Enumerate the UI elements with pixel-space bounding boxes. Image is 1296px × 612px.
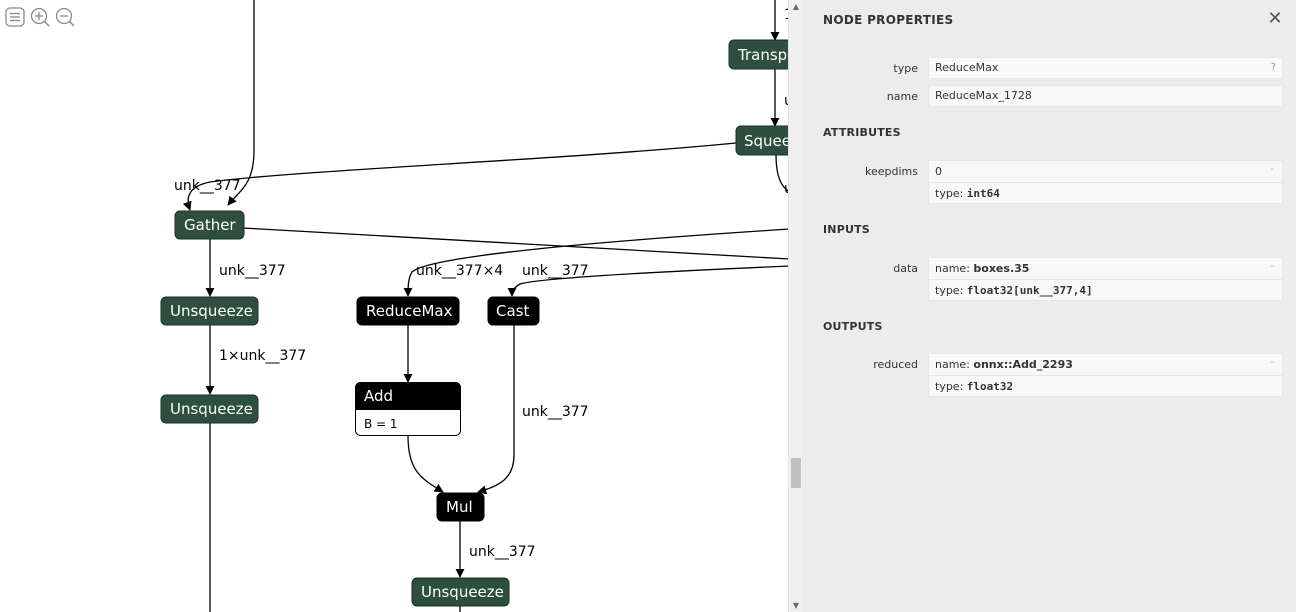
edge-label-gather-out: unk__377	[219, 263, 286, 279]
node-add[interactable]: Add B = 1	[355, 382, 461, 436]
expand-icon[interactable]: -	[1270, 357, 1274, 368]
keepdims-type: int64	[966, 187, 1000, 200]
node-cast[interactable]: Cast	[487, 296, 540, 326]
node-add-label: Add	[364, 387, 393, 405]
node-squeeze[interactable]: Squee	[735, 125, 790, 156]
reduced-output-box[interactable]: name: onnx::Add_2293 - type: float32	[928, 353, 1283, 397]
data-type-prefix: type:	[935, 284, 967, 297]
edge-label-unsqueeze-out: 1×unk__377	[219, 348, 306, 364]
node-mul-label: Mul	[446, 498, 473, 516]
node-unsqueeze-1-label: Unsqueeze	[170, 302, 253, 320]
edge-cast-to-mul	[477, 325, 515, 495]
node-transpose-label: Transpo	[737, 46, 790, 64]
edge-label-cast-out: unk__377	[522, 404, 589, 420]
edge-to-reducemax	[403, 228, 790, 297]
expand-icon[interactable]: -	[1270, 164, 1274, 175]
node-gather-label: Gather	[184, 216, 236, 234]
edge-squeeze-to-gather	[182, 142, 737, 211]
data-type-line: type: float32[unk__377,4]	[929, 279, 1282, 301]
type-label: type	[893, 62, 918, 75]
name-label: name	[886, 90, 918, 103]
node-mul[interactable]: Mul	[436, 492, 485, 522]
name-value: ReduceMax_1728	[935, 89, 1032, 102]
help-icon[interactable]: ?	[1270, 62, 1276, 73]
edge-gather-right	[242, 227, 790, 260]
edge-label-top-right-1: 1	[784, 7, 790, 23]
edge-to-cast	[507, 265, 790, 297]
reduced-output-label: reduced	[873, 358, 918, 371]
node-unsqueeze-2[interactable]: Unsqueeze	[160, 394, 259, 424]
vertical-scrollbar[interactable]: ▲ ▼	[788, 0, 803, 612]
edge-label-top-right-u2: u	[784, 181, 790, 197]
scrollbar-thumb[interactable]	[791, 458, 801, 488]
menu-icon[interactable]	[5, 7, 25, 27]
reduced-type-value: float32	[966, 380, 1014, 393]
node-reducemax[interactable]: ReduceMax	[356, 296, 460, 326]
close-icon[interactable]: ✕	[1267, 8, 1283, 29]
reduced-name-line: name: onnx::Add_2293 -	[929, 354, 1282, 375]
graph-canvas[interactable]: 1 u u unk__377 unk__377 1×unk__377 unk__…	[0, 0, 790, 612]
reduced-type-line: type: float32	[929, 375, 1282, 397]
reduced-name-value: onnx::Add_2293	[973, 358, 1073, 371]
node-gather[interactable]: Gather	[174, 210, 245, 240]
node-add-attribute: B = 1	[364, 417, 398, 431]
edge-label-reducemax-in: unk__377×4	[416, 263, 503, 279]
edge-label-cast-in: unk__377	[522, 263, 589, 279]
node-unsqueeze-3[interactable]: Unsqueeze	[411, 577, 510, 607]
inputs-heading: INPUTS	[823, 223, 870, 236]
data-name-value: boxes.35	[973, 262, 1030, 275]
data-name-prefix: name:	[935, 262, 974, 275]
node-cast-label: Cast	[496, 302, 529, 320]
edge-label-gather-in: unk__377	[174, 178, 241, 194]
scroll-up-arrow-icon[interactable]: ▲	[792, 2, 800, 11]
expand-icon[interactable]: -	[1270, 261, 1274, 272]
data-name-line: name: boxes.35 -	[929, 258, 1282, 279]
edge-label-top-right-u1: u	[784, 93, 790, 109]
graph-svg: 1 u u unk__377 unk__377 1×unk__377 unk__…	[160, 0, 790, 612]
type-value: ReduceMax	[935, 61, 999, 74]
edge-label-mul-out: unk__377	[469, 544, 536, 560]
keepdims-value: 0	[935, 165, 942, 178]
type-field[interactable]: ReduceMax ?	[928, 57, 1283, 79]
panel-title: NODE PROPERTIES	[823, 13, 954, 27]
outputs-heading: OUTPUTS	[823, 320, 883, 333]
edge-add-to-mul	[407, 435, 444, 493]
edge-top-to-gather	[227, 0, 255, 206]
keepdims-type-prefix: type:	[935, 187, 967, 200]
keepdims-box[interactable]: 0 - type: int64	[928, 160, 1283, 204]
scroll-down-arrow-icon[interactable]: ▼	[792, 601, 800, 610]
node-squeeze-label: Squee	[744, 132, 790, 150]
keepdims-type-line: type: int64	[929, 182, 1282, 204]
node-properties-panel: NODE PROPERTIES ✕ type ReduceMax ? name …	[802, 0, 1296, 612]
reduced-type-prefix: type:	[935, 380, 967, 393]
data-input-box[interactable]: name: boxes.35 - type: float32[unk__377,…	[928, 257, 1283, 301]
reduced-name-prefix: name:	[935, 358, 974, 371]
keepdims-label: keepdims	[865, 165, 918, 178]
node-reducemax-label: ReduceMax	[366, 302, 453, 320]
node-transpose[interactable]: Transpo	[728, 39, 790, 70]
attributes-heading: ATTRIBUTES	[823, 126, 901, 139]
node-unsqueeze-1[interactable]: Unsqueeze	[160, 296, 259, 326]
data-input-label: data	[893, 262, 918, 275]
zoom-out-icon[interactable]	[55, 7, 75, 27]
node-unsqueeze-2-label: Unsqueeze	[170, 400, 253, 418]
data-type-value: float32[unk__377,4]	[966, 284, 1093, 297]
name-field: ReduceMax_1728	[928, 85, 1283, 107]
zoom-in-icon[interactable]	[30, 7, 50, 27]
keepdims-value-line: 0 -	[929, 161, 1282, 182]
graph-toolbar	[5, 7, 75, 27]
node-unsqueeze-3-label: Unsqueeze	[421, 583, 504, 601]
